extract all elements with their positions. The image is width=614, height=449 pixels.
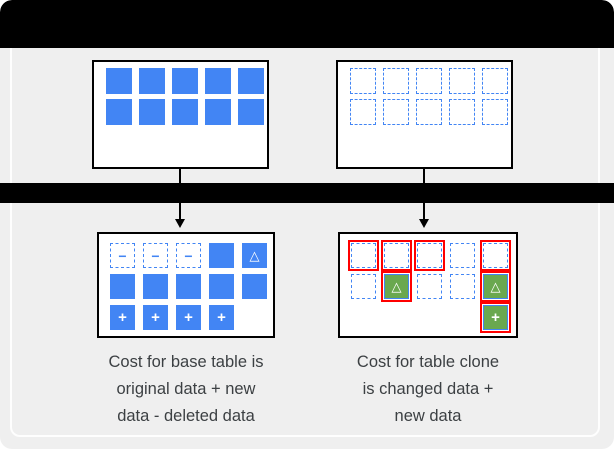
cell-dashed bbox=[417, 274, 442, 299]
base-table-box bbox=[92, 60, 269, 169]
delta-icon: △ bbox=[249, 248, 260, 263]
cell-red-dashed bbox=[348, 240, 379, 271]
block-row bbox=[106, 68, 267, 94]
caption-line: Cost for base table is bbox=[108, 353, 264, 371]
base-table-cost-caption: Cost for base table is original data + ne… bbox=[74, 349, 298, 430]
cell-solid bbox=[205, 99, 231, 125]
cell-dashed bbox=[449, 99, 475, 125]
cell-dashed bbox=[350, 68, 376, 94]
divider-bar bbox=[0, 183, 614, 203]
plus-icon: + bbox=[491, 309, 500, 326]
cell-red-dashed bbox=[414, 240, 445, 271]
cell-red-dashed bbox=[480, 240, 511, 271]
cell-solid-delta: △ bbox=[242, 243, 267, 268]
cell-solid-plus: + bbox=[176, 305, 201, 330]
minus-icon: − bbox=[184, 247, 193, 264]
cell-solid bbox=[139, 99, 165, 125]
cell-red-green-delta: △ bbox=[381, 271, 412, 302]
cell-dashed bbox=[416, 99, 442, 125]
block-row: + bbox=[351, 302, 516, 333]
base-table-grid bbox=[94, 62, 267, 125]
cell-dashed bbox=[482, 68, 508, 94]
cell-dashed-minus: − bbox=[176, 243, 201, 268]
cell-dashed-minus: − bbox=[143, 243, 168, 268]
cell-solid bbox=[242, 274, 267, 299]
minus-icon: − bbox=[118, 247, 127, 264]
cell-dashed bbox=[449, 68, 475, 94]
top-bar bbox=[0, 0, 614, 48]
cell-solid bbox=[106, 68, 132, 94]
plus-icon: + bbox=[217, 309, 226, 326]
cell-solid bbox=[205, 68, 231, 94]
caption-line: Cost for table clone bbox=[356, 353, 500, 371]
cell-solid bbox=[238, 68, 264, 94]
cell-solid bbox=[238, 99, 264, 125]
table-clone-arrow-down bbox=[418, 169, 429, 228]
table-clone-cost-grid: △△+ bbox=[340, 234, 516, 333]
cell-solid bbox=[143, 274, 168, 299]
cell-red-green-delta: △ bbox=[480, 271, 511, 302]
delta-icon: △ bbox=[490, 279, 501, 294]
cell-dashed bbox=[416, 68, 442, 94]
cell-solid bbox=[209, 274, 234, 299]
cell-dashed bbox=[482, 99, 508, 125]
cell-solid bbox=[106, 99, 132, 125]
table-clone-cost-box: △△+ bbox=[338, 232, 518, 338]
cell-solid bbox=[172, 68, 198, 94]
cell-red-green-plus: + bbox=[480, 302, 511, 333]
cell-solid-plus: + bbox=[143, 305, 168, 330]
delta-icon: △ bbox=[391, 279, 402, 294]
caption-line: original data + new bbox=[116, 380, 256, 398]
cell-solid bbox=[172, 99, 198, 125]
minus-icon: − bbox=[151, 247, 160, 264]
plus-icon: + bbox=[151, 309, 160, 326]
caption-line: is changed data + bbox=[362, 380, 494, 398]
cell-dashed bbox=[351, 274, 376, 299]
cell-dashed bbox=[450, 274, 475, 299]
block-row: − − − △ bbox=[110, 243, 273, 268]
plus-icon: + bbox=[184, 309, 193, 326]
table-clone-box bbox=[336, 60, 513, 169]
block-row bbox=[110, 274, 273, 299]
cell-solid bbox=[176, 274, 201, 299]
cell-solid-plus: + bbox=[209, 305, 234, 330]
cell-solid bbox=[139, 68, 165, 94]
cell-dashed bbox=[383, 99, 409, 125]
cell-dashed bbox=[383, 68, 409, 94]
cell-solid bbox=[209, 243, 234, 268]
block-row: + + + + bbox=[110, 305, 273, 330]
block-row bbox=[106, 99, 267, 125]
base-table-cost-grid: − − − △ + + + + bbox=[99, 234, 273, 330]
cell-solid bbox=[110, 274, 135, 299]
base-table-arrow-down bbox=[174, 169, 185, 228]
caption-line: data - deleted data bbox=[117, 407, 255, 425]
cell-dashed bbox=[450, 243, 475, 268]
block-row bbox=[350, 99, 511, 125]
base-table-cost-box: − − − △ + + + + bbox=[97, 232, 275, 338]
block-row bbox=[350, 68, 511, 94]
caption-line: new data bbox=[394, 407, 462, 425]
block-row: △△ bbox=[351, 271, 516, 302]
cell-dashed-minus: − bbox=[110, 243, 135, 268]
table-clone-cost-caption: Cost for table clone is changed data + new… bbox=[316, 349, 540, 430]
cell-dashed bbox=[350, 99, 376, 125]
block-row bbox=[348, 240, 516, 271]
cell-red-dashed bbox=[381, 240, 412, 271]
cell-solid-plus: + bbox=[110, 305, 135, 330]
plus-icon: + bbox=[118, 309, 127, 326]
table-clone-grid bbox=[338, 62, 511, 125]
